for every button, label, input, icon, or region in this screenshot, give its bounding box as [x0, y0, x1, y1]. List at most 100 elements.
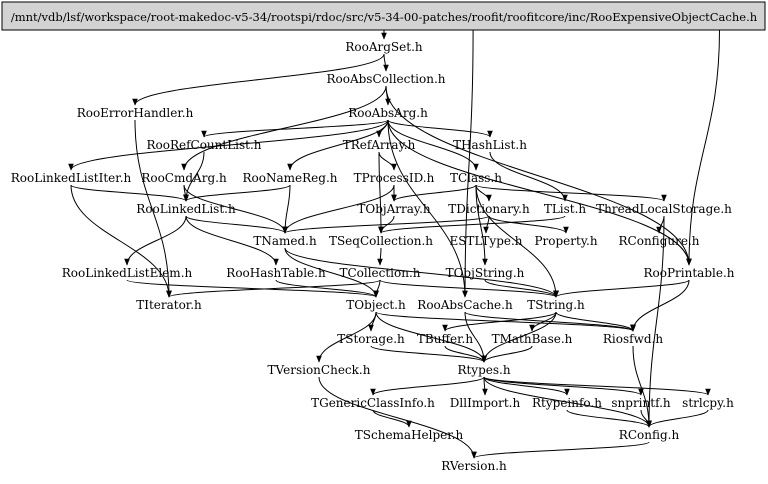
edge-roo-hash-table-to-tobject	[275, 279, 379, 298]
edge-strlcpy-to-rconfig	[646, 409, 709, 428]
node-rtypeinfo[interactable]: Rtypeinfo.h	[532, 396, 602, 410]
edge-tstring-to-riosfwd	[555, 311, 636, 332]
node-property[interactable]: Property.h	[534, 234, 597, 248]
node-roo-arg-set[interactable]: RooArgSet.h	[345, 40, 423, 54]
node-roo-ref-count-list[interactable]: RooRefCountList.h	[146, 138, 261, 152]
node-rconfigure[interactable]: RConfigure.h	[619, 234, 700, 248]
node-thash-list[interactable]: THashList.h	[453, 138, 527, 152]
root-file-node[interactable]: /mnt/vdb/lsf/workspace/root-makedoc-v5-3…	[1, 1, 766, 31]
node-tgeneric-class-info[interactable]: TGenericClassInfo.h	[311, 396, 435, 410]
node-riosfwd[interactable]: Riosfwd.h	[603, 332, 663, 346]
node-tobj-string[interactable]: TObjString.h	[446, 266, 525, 280]
edge-tdictionary-to-estltype	[483, 215, 490, 234]
edge-tref-array-to-tseq-collection	[378, 151, 384, 234]
node-titerator[interactable]: TIterator.h	[136, 298, 202, 312]
node-tbuffer[interactable]: TBuffer.h	[417, 332, 473, 346]
edge-rtypeinfo-to-rconfig	[566, 409, 652, 428]
edge-tnamed-to-tobject	[284, 247, 379, 298]
root-file-label: /mnt/vdb/lsf/workspace/root-makedoc-v5-3…	[11, 10, 758, 24]
edge-tseq-collection-to-tcollection	[377, 247, 383, 266]
node-roo-abs-cache[interactable]: RooAbsCache.h	[417, 298, 513, 312]
edge-roo-abs-arg-to-roo-linked-list-iter	[68, 119, 389, 171]
node-tmath-base[interactable]: TMathBase.h	[492, 332, 573, 346]
node-tprocess-id[interactable]: TProcessID.h	[354, 171, 435, 185]
node-roo-linked-list-iter[interactable]: RooLinkedListIter.h	[11, 171, 132, 185]
node-tobj-array[interactable]: TObjArray.h	[357, 202, 431, 216]
edge-tclass-to-tobj-string	[475, 184, 488, 266]
node-roo-linked-list[interactable]: RooLinkedList.h	[136, 202, 236, 216]
edge-roo-abs-collection-to-roo-cmd-arg	[181, 85, 387, 171]
edge-tdictionary-to-tnamed	[282, 215, 490, 234]
edge-tcollection-to-tstring	[379, 279, 559, 298]
edge-tref-array-to-tprocess-id	[378, 151, 397, 171]
edge-roo-abs-arg-to-thash-list	[387, 119, 493, 138]
edge-roo-arg-set-to-roo-error-handler	[132, 53, 385, 106]
node-tnamed[interactable]: TNamed.h	[253, 234, 317, 248]
edge-roo-printable-to-tstring	[553, 279, 690, 298]
node-roo-abs-collection[interactable]: RooAbsCollection.h	[326, 72, 445, 86]
node-roo-error-handler[interactable]: RooErrorHandler.h	[77, 106, 194, 120]
node-tstorage[interactable]: TStorage.h	[337, 332, 405, 346]
node-tclass[interactable]: TClass.h	[450, 171, 502, 185]
node-roo-linked-list-elem[interactable]: RooLinkedListElem.h	[62, 266, 193, 280]
edge-tobject-to-tversion-check	[316, 311, 377, 363]
node-rconfig[interactable]: RConfig.h	[619, 428, 680, 442]
edge-tlist-to-tseq-collection	[378, 215, 566, 234]
edge-tversion-check-to-rversion	[318, 376, 477, 459]
node-tobject[interactable]: TObject.h	[346, 298, 406, 312]
node-roo-printable[interactable]: RooPrintable.h	[643, 266, 734, 280]
node-tschema-helper[interactable]: TSchemaHelper.h	[355, 428, 464, 442]
node-tstring[interactable]: TString.h	[527, 298, 585, 312]
edge-tnamed-to-tstring	[284, 247, 559, 298]
edge-tprocess-id-to-tnamed	[282, 184, 395, 234]
edge-thread-local-storage-to-rconfig	[646, 215, 665, 428]
edge-roo-abs-arg-to-roo-name-reg	[287, 119, 389, 171]
node-tcollection[interactable]: TCollection.h	[339, 266, 420, 280]
node-thread-local-storage[interactable]: ThreadLocalStorage.h	[596, 202, 732, 216]
edge-tstorage-to-rtypes	[370, 345, 487, 363]
node-roo-hash-table[interactable]: RooHashTable.h	[226, 266, 326, 280]
edge-root-to-roo-abs-cache	[462, 29, 474, 298]
edge-rconfig-to-rversion	[471, 441, 650, 459]
edge-tcollection-to-tobject	[373, 279, 381, 298]
edge-tgeneric-class-info-to-tschema-helper	[372, 409, 412, 428]
node-tlist[interactable]: TList.h	[544, 202, 587, 216]
node-rversion[interactable]: RVersion.h	[441, 459, 507, 473]
edge-tstring-to-rtypes	[481, 311, 557, 363]
edge-tobject-to-rtypes	[375, 311, 487, 363]
edge-tclass-to-tobj-array	[391, 184, 477, 202]
node-strlcpy[interactable]: strlcpy.h	[682, 396, 734, 410]
node-tversion-check[interactable]: TVersionCheck.h	[268, 363, 371, 377]
edge-roo-name-reg-to-roo-linked-list	[183, 184, 291, 202]
node-tseq-collection[interactable]: TSeqCollection.h	[329, 234, 433, 248]
node-roo-cmd-arg[interactable]: RooCmdArg.h	[141, 171, 227, 185]
edge-roo-cmd-arg-to-tnamed	[183, 184, 288, 234]
edge-roo-abs-arg-to-roo-abs-cache	[387, 119, 468, 298]
node-snprintf[interactable]: snprintf.h	[611, 396, 671, 410]
node-estltype[interactable]: ESTLType.h	[449, 234, 522, 248]
edge-rtypes-to-rtypeinfo	[483, 376, 570, 396]
edge-roo-linked-list-to-tnamed	[185, 215, 288, 234]
node-roo-abs-arg[interactable]: RooAbsArg.h	[348, 106, 428, 120]
header-nodes: RooArgSet.hRooAbsCollection.hRooErrorHan…	[11, 40, 735, 473]
node-rtypes[interactable]: Rtypes.h	[457, 363, 510, 377]
edge-tclass-to-tstring	[475, 184, 559, 298]
edge-tstring-to-tbuffer	[442, 311, 557, 332]
edge-roo-linked-list-to-roo-hash-table	[185, 215, 279, 266]
edge-tcollection-to-titerator	[166, 279, 381, 298]
edge-roo-abs-arg-to-tclass	[387, 119, 479, 171]
edge-thash-list-to-tlist	[489, 151, 568, 202]
edge-roo-error-handler-to-titerator	[134, 119, 172, 298]
node-roo-name-reg[interactable]: RooNameReg.h	[243, 171, 338, 185]
edge-roo-abs-arg-to-roo-printable	[387, 119, 692, 266]
edge-riosfwd-to-rconfig	[632, 345, 652, 428]
node-tref-array[interactable]: TRefArray.h	[343, 138, 416, 152]
node-tdictionary[interactable]: TDictionary.h	[448, 202, 530, 216]
edge-roo-linked-list-iter-to-roo-linked-list	[70, 184, 189, 202]
edge-tmath-base-to-rtypes	[481, 345, 533, 363]
edge-tclass-to-thread-local-storage	[475, 184, 667, 202]
node-dll-import[interactable]: DllImport.h	[450, 396, 521, 410]
edge-roo-printable-to-riosfwd	[630, 279, 690, 332]
dependency-edges	[68, 29, 720, 459]
